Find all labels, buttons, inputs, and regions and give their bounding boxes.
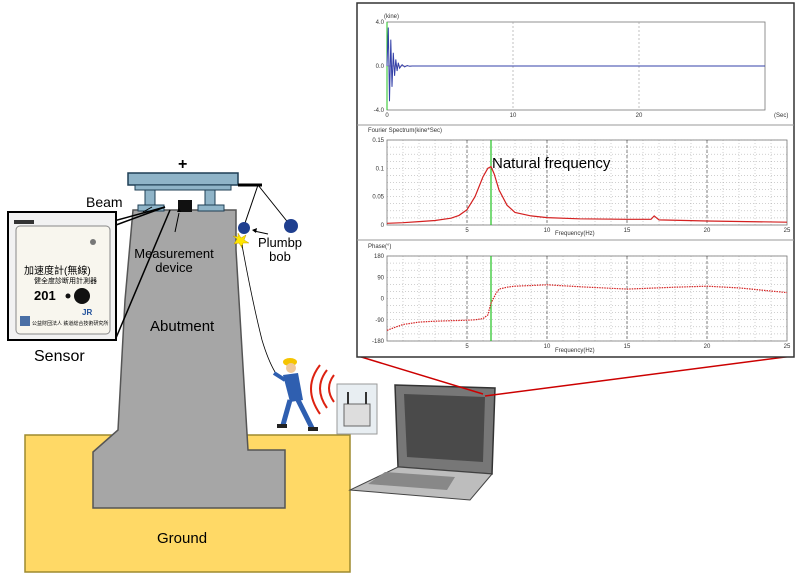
chart2-xlabel: Frequency(Hz) [555,231,595,237]
sensor-text-line2: 健全度診断用計測器 [34,278,97,285]
callout-line [357,355,484,395]
series-line [386,27,765,102]
x-tick-label: 20 [636,113,643,119]
worker [272,358,318,431]
wireless-signal [310,364,335,415]
y-tick-label: 0 [381,297,385,303]
x-tick-label: 10 [510,113,517,119]
y-tick-label: 0 [381,223,385,229]
plumb-bob-assembly [232,184,298,373]
series-line [386,284,788,331]
sensor-label: Sensor [34,348,85,365]
y-tick-label: 90 [377,275,384,281]
series-line [386,165,788,224]
callout-line [484,355,794,397]
chart1-xlabel: (Sec) [774,113,789,119]
x-tick-label: 0 [385,113,389,119]
x-tick-label: 15 [624,344,631,350]
x-tick-label: 5 [465,344,469,350]
chart3-title: Phase(°) [368,244,392,250]
sensor-model-number: 201 [34,288,56,303]
beam-label: Beam [86,194,123,210]
y-tick-label: 0.05 [372,195,384,201]
y-tick-label: 0.15 [372,138,384,144]
laptop [348,384,496,501]
plumb-bob-swing [284,219,298,233]
sensor-logo: JR [82,308,93,317]
natural-frequency-label: Natural frequency [492,155,611,172]
measurement-device-block [178,200,192,212]
y-tick-label: -180 [372,339,385,345]
chart1-ylabel: (kine) [384,14,400,20]
y-tick-label: 0.0 [376,64,385,70]
x-tick-label: 10 [544,344,551,350]
chart2-title: Fourier Spectrum(kine*Sec) [368,128,443,134]
chart3-xlabel: Frequency(Hz) [555,348,595,354]
abutment-label: Abutment [150,318,215,335]
x-tick-label: 10 [544,228,551,234]
y-tick-label: 0.1 [376,166,385,172]
plus-label: + [178,156,188,173]
fourier-spectrum-chart: 0.15 0.1 0.05 0 5 10 15 20 25 [372,138,791,234]
sensor-button [74,288,90,304]
measurement-device-label: Measurement device [134,246,214,275]
phase-chart: 180 90 0 -90 -180 5 10 15 20 25 [372,254,791,350]
receiver-unit [336,383,378,435]
y-tick-label: 180 [374,254,385,260]
beam-assembly [127,172,262,212]
chart-panel [356,2,795,358]
x-tick-label: 15 [624,228,631,234]
plumb-bob-label: Plumbp bob [257,235,303,264]
plumb-bob [238,222,250,234]
waveform-chart: 4.0 0.0 -4.00 10 20 [374,20,766,119]
x-tick-label: 25 [784,344,791,350]
x-tick-label: 25 [784,228,791,234]
ground-label: Ground [157,530,208,547]
x-tick-label: 20 [704,228,711,234]
y-tick-label: 4.0 [376,20,385,26]
sensor-footer-text: 公益財団法人 鉄道総合技術研究所 [32,321,109,327]
x-tick-label: 20 [704,344,711,350]
x-tick-label: 5 [465,228,469,234]
sensor-inset [7,206,171,341]
sensor-text-line1: 加速度計(無線) [24,266,91,277]
y-tick-label: -4.0 [374,108,385,114]
y-tick-label: -90 [375,318,384,324]
